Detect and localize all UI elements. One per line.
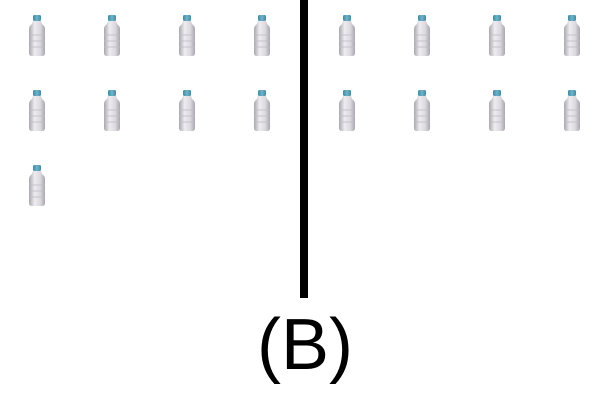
water-bottle-icon bbox=[28, 164, 46, 207]
water-bottle-icon bbox=[413, 14, 431, 57]
water-bottle-icon bbox=[253, 89, 271, 132]
water-bottle-icon bbox=[563, 14, 581, 57]
left-bottle-group bbox=[28, 14, 271, 207]
water-bottle-icon bbox=[28, 89, 46, 132]
figure-caption: (B) bbox=[257, 305, 353, 385]
right-bottle-group bbox=[338, 14, 581, 132]
water-bottle-icon bbox=[338, 89, 356, 132]
water-bottle-icon bbox=[413, 89, 431, 132]
water-bottle-icon bbox=[253, 14, 271, 57]
water-bottle-icon bbox=[488, 89, 506, 132]
water-bottle-icon bbox=[178, 14, 196, 57]
water-bottle-icon bbox=[178, 89, 196, 132]
water-bottle-icon bbox=[338, 14, 356, 57]
water-bottle-icon bbox=[103, 89, 121, 132]
water-bottle-icon bbox=[28, 14, 46, 57]
water-bottle-icon bbox=[563, 89, 581, 132]
water-bottle-icon bbox=[488, 14, 506, 57]
water-bottle-icon bbox=[103, 14, 121, 57]
